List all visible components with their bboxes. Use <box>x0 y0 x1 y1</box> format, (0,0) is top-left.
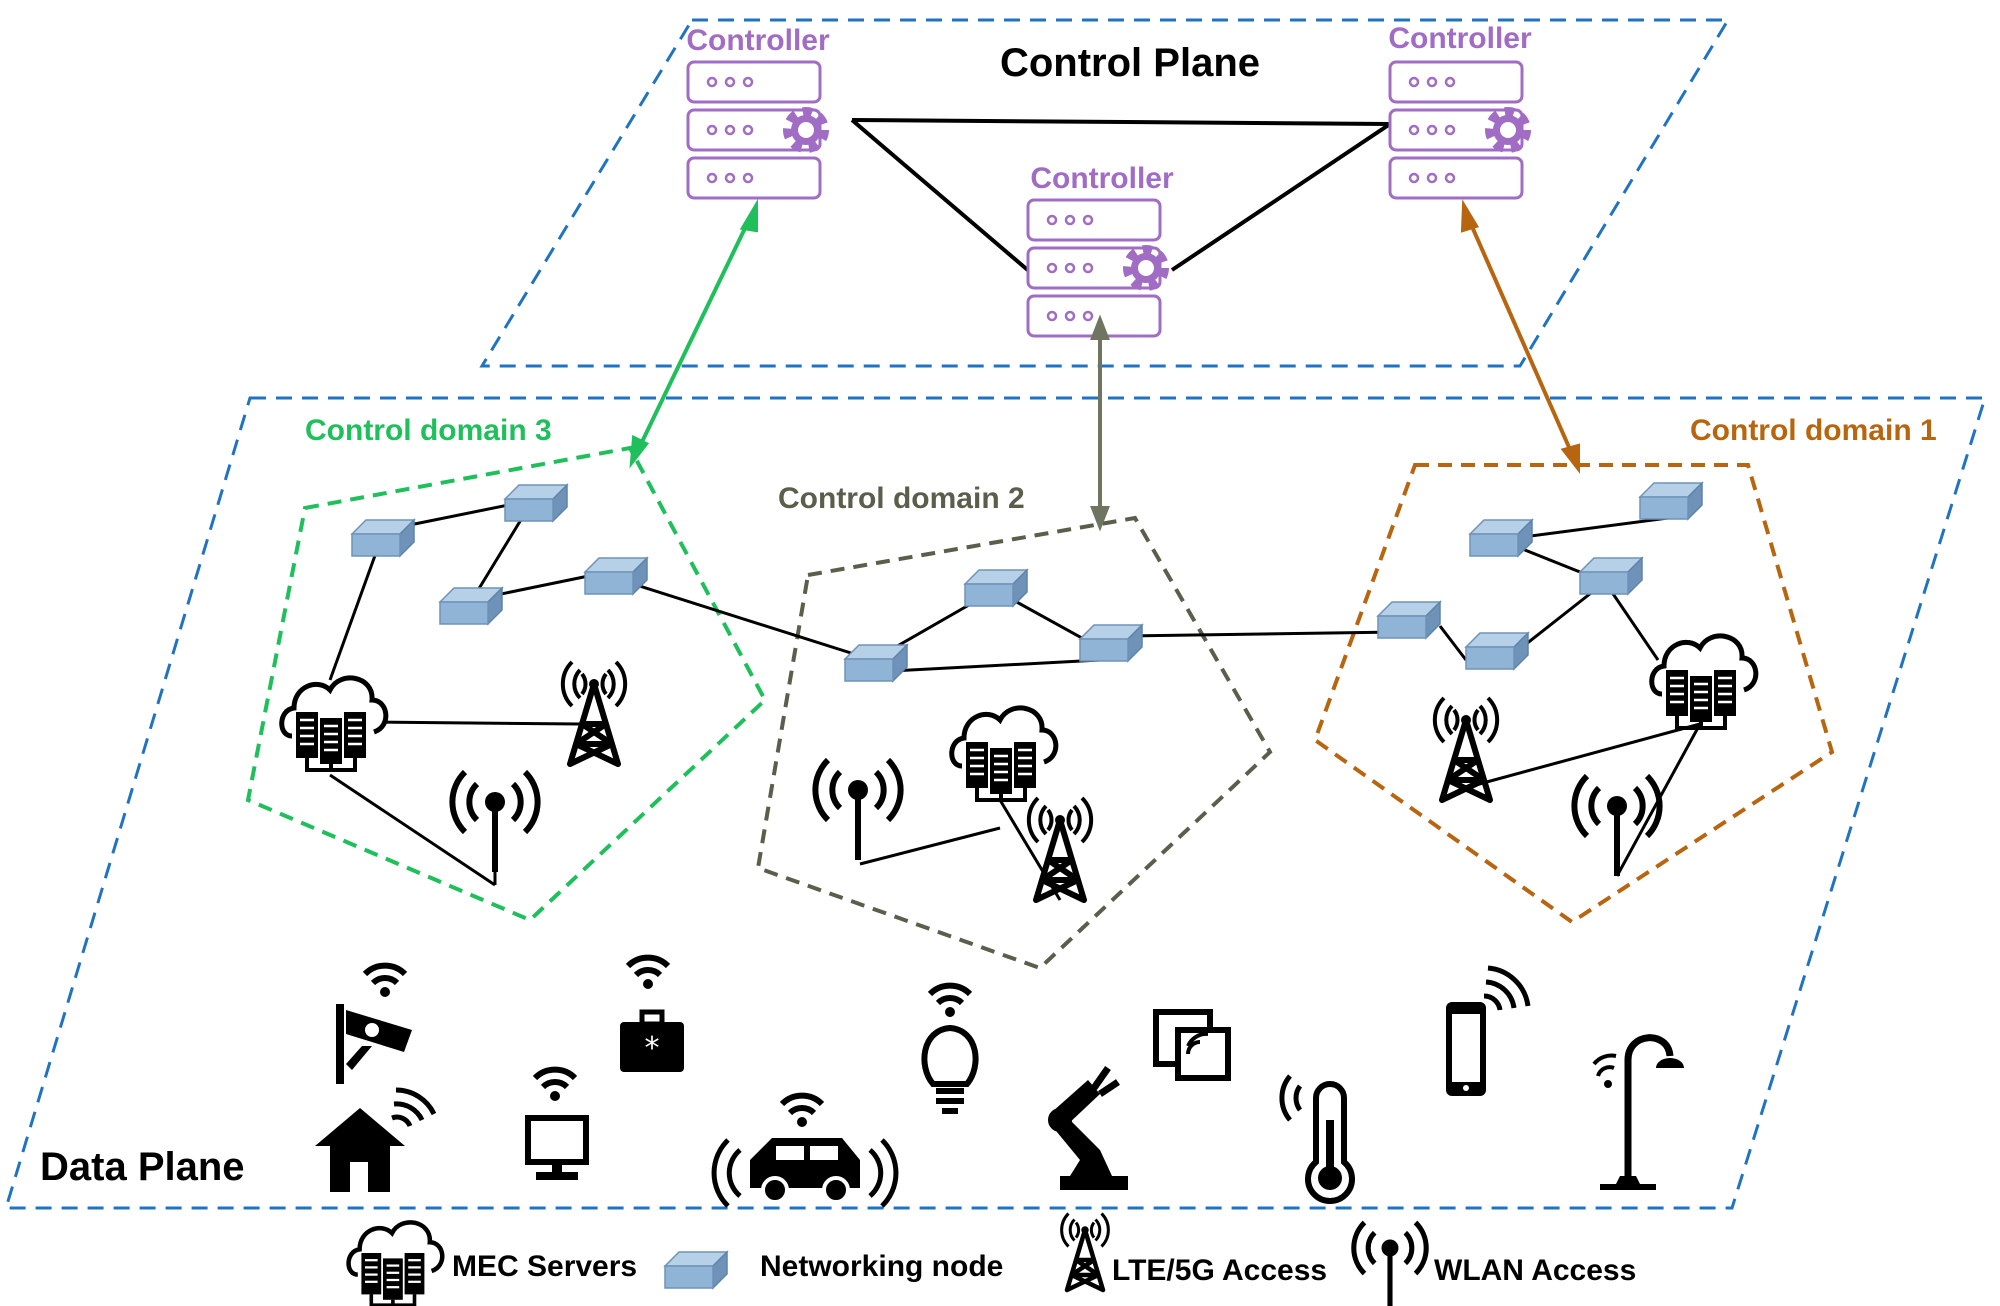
controller-links <box>850 118 1392 274</box>
control-domain-3-boundary <box>245 445 768 923</box>
thermometer-icon <box>1279 1074 1355 1204</box>
connected-car-icon <box>711 1096 899 1208</box>
control-domain-2-boundary <box>755 515 1273 971</box>
legend-wlan-icon <box>1354 1223 1426 1306</box>
networking-node <box>584 557 648 595</box>
legend-mec-icon <box>349 1222 443 1305</box>
domain-2-control-arrow <box>1090 314 1110 532</box>
controller-center: Controller <box>1028 162 1174 336</box>
smart-home-icon <box>315 1087 437 1192</box>
legend-lte-icon <box>1062 1214 1109 1291</box>
monitor-icon <box>525 1070 589 1180</box>
control-domain-1-boundary <box>1312 463 1835 925</box>
legend-mec-label: MEC Servers <box>452 1250 637 1283</box>
mec-server-icon <box>952 708 1056 800</box>
legend-lte-label: LTE/5G Access <box>1112 1254 1327 1287</box>
lte-tower-icon <box>1029 798 1091 900</box>
smart-bulb-icon <box>921 986 979 1114</box>
data-plane-label: Data Plane <box>40 1145 245 1189</box>
mec-server-icon <box>282 678 386 770</box>
screen-cast-icon <box>1153 1009 1231 1081</box>
legend-node-label: Networking node <box>760 1250 1003 1283</box>
svg-text:Controller: Controller <box>686 24 830 57</box>
domain-3-control-arrow <box>629 198 758 469</box>
networking-node <box>1469 519 1533 557</box>
medical-kit-icon: * <box>620 958 684 1072</box>
wlan-access-icon <box>452 772 537 872</box>
legend-node-icon <box>664 1251 728 1289</box>
robot-arm-icon <box>1048 1065 1128 1190</box>
networking-node <box>1377 601 1441 639</box>
lte-tower-icon <box>1435 698 1497 800</box>
networking-node <box>964 569 1028 607</box>
wlan-access-icon <box>1574 776 1659 876</box>
smartphone-icon <box>1446 965 1531 1096</box>
legend: MEC Servers Networking node LTE/5G Acces… <box>349 1214 1636 1306</box>
networking-node <box>351 519 415 557</box>
data-plane-boundary <box>3 396 1988 1210</box>
network-links <box>328 498 1702 901</box>
networking-node <box>1079 624 1143 662</box>
lte-tower-icon <box>563 662 625 764</box>
networking-node <box>1465 632 1529 670</box>
control-domain-1-label: Control domain 1 <box>1690 414 1937 447</box>
networking-node <box>1639 482 1703 520</box>
networking-node <box>504 484 568 522</box>
svg-text:Controller: Controller <box>1030 162 1174 195</box>
svg-text:*: * <box>645 1031 660 1066</box>
controller-left: Controller <box>686 24 830 198</box>
networking-node <box>1579 557 1643 595</box>
mec-server-icon <box>1652 636 1756 728</box>
domain-1-control-arrow <box>1460 199 1580 474</box>
smart-streetlight-icon <box>1592 1034 1684 1190</box>
legend-wlan-label: WLAN Access <box>1434 1254 1636 1287</box>
control-plane-label: Control Plane <box>1000 41 1260 85</box>
networking-node <box>439 587 503 625</box>
wlan-access-icon <box>815 760 900 860</box>
control-plane-boundary <box>479 18 1731 368</box>
control-domain-2-label: Control domain 2 <box>778 482 1025 515</box>
controller-right: Controller <box>1388 22 1532 198</box>
security-camera-icon <box>336 966 412 1084</box>
control-domain-3-label: Control domain 3 <box>305 414 552 447</box>
networking-node <box>844 644 908 682</box>
svg-text:Controller: Controller <box>1388 22 1532 55</box>
